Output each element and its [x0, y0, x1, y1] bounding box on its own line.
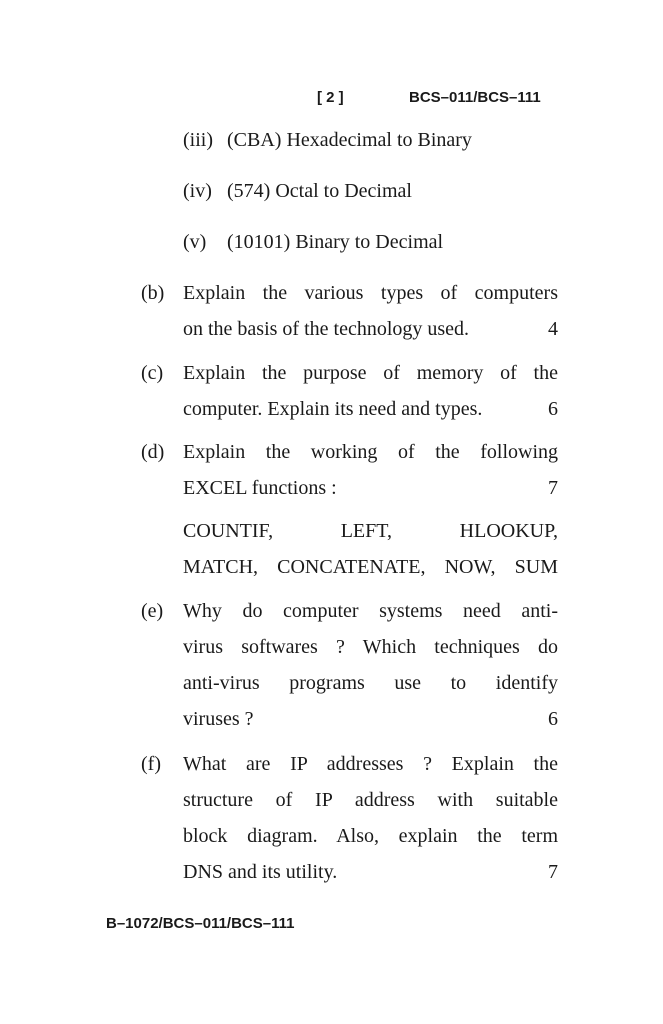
question-d-line-2: EXCEL functions : [183, 477, 337, 499]
subitem-text-iii: (CBA) Hexadecimal to Binary [227, 129, 472, 151]
subitem-label-iii: (iii) [183, 129, 213, 151]
question-f-line-1: What are IP addresses ? Explain the [183, 753, 558, 775]
question-e-line-3: anti-virus programs use to identify [183, 672, 558, 694]
question-label-f: (f) [141, 753, 161, 775]
question-f-line-4: DNS and its utility. [183, 861, 338, 883]
question-d-line-1: Explain the working of the following [183, 441, 558, 463]
question-c-marks: 6 [548, 398, 558, 420]
question-c-line-1: Explain the purpose of memory of the [183, 362, 558, 384]
question-label-d: (d) [141, 441, 165, 463]
question-e-marks: 6 [548, 708, 558, 730]
footer-paper-code: B–1072/BCS–011/BCS–111 [106, 915, 295, 932]
page-number: [ 2 ] [317, 89, 344, 106]
subitem-text-iv: (574) Octal to Decimal [227, 180, 412, 202]
question-b-marks: 4 [548, 318, 558, 340]
question-c-line-2: computer. Explain its need and types. [183, 398, 483, 420]
excel-functions-line-1: COUNTIF, LEFT, HLOOKUP, [183, 520, 558, 542]
question-f-line-2: structure of IP address with suitable [183, 789, 558, 811]
question-d-marks: 7 [548, 477, 558, 499]
question-label-e: (e) [141, 600, 164, 622]
subitem-label-iv: (iv) [183, 180, 212, 202]
question-e-line-4: viruses ? [183, 708, 254, 730]
question-e-line-2: virus softwares ? Which techniques do [183, 636, 558, 658]
question-b-line-1: Explain the various types of computers [183, 282, 558, 304]
paper-code-header: BCS–011/BCS–111 [409, 89, 541, 106]
question-label-b: (b) [141, 282, 165, 304]
question-e-line-1: Why do computer systems need anti- [183, 600, 558, 622]
subitem-label-v: (v) [183, 231, 207, 253]
question-f-marks: 7 [548, 861, 558, 883]
question-f-line-3: block diagram. Also, explain the term [183, 825, 558, 847]
excel-functions-line-2: MATCH, CONCATENATE, NOW, SUM [183, 556, 558, 578]
subitem-text-v: (10101) Binary to Decimal [227, 231, 444, 253]
question-label-c: (c) [141, 362, 164, 384]
question-b-line-2: on the basis of the technology used. [183, 318, 470, 340]
